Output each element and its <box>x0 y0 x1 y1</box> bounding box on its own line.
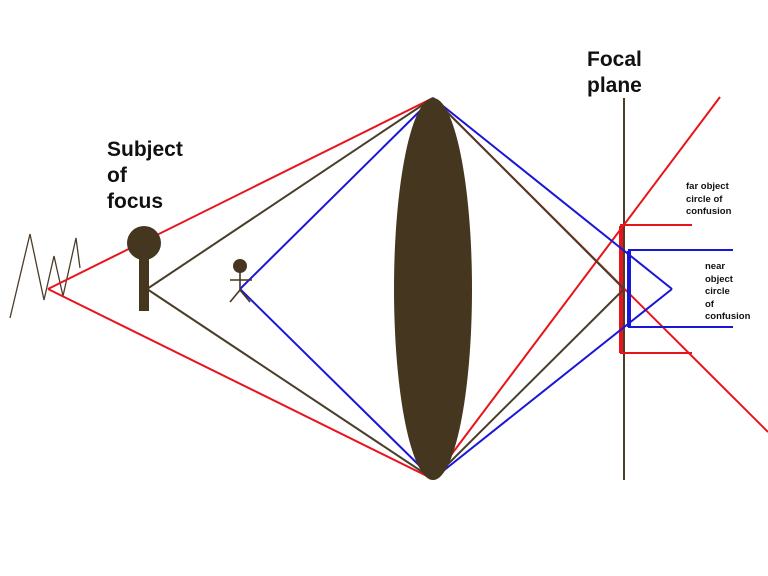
focal-plane-label: Focal plane <box>587 48 642 97</box>
subject-of-focus-rays <box>146 97 625 480</box>
far-object-circle-of-confusion-label: far object circle of confusion <box>686 181 732 217</box>
subject-of-focus-figure <box>127 226 161 311</box>
mountain-far-object <box>9 233 81 319</box>
near-object-stick-figure <box>229 259 252 303</box>
near-object-rays <box>239 97 733 480</box>
near-object-circle-of-confusion-label: near object circle of confusion <box>705 261 751 322</box>
lens <box>394 98 472 480</box>
subject-of-focus-label: Subject of focus <box>107 138 183 213</box>
